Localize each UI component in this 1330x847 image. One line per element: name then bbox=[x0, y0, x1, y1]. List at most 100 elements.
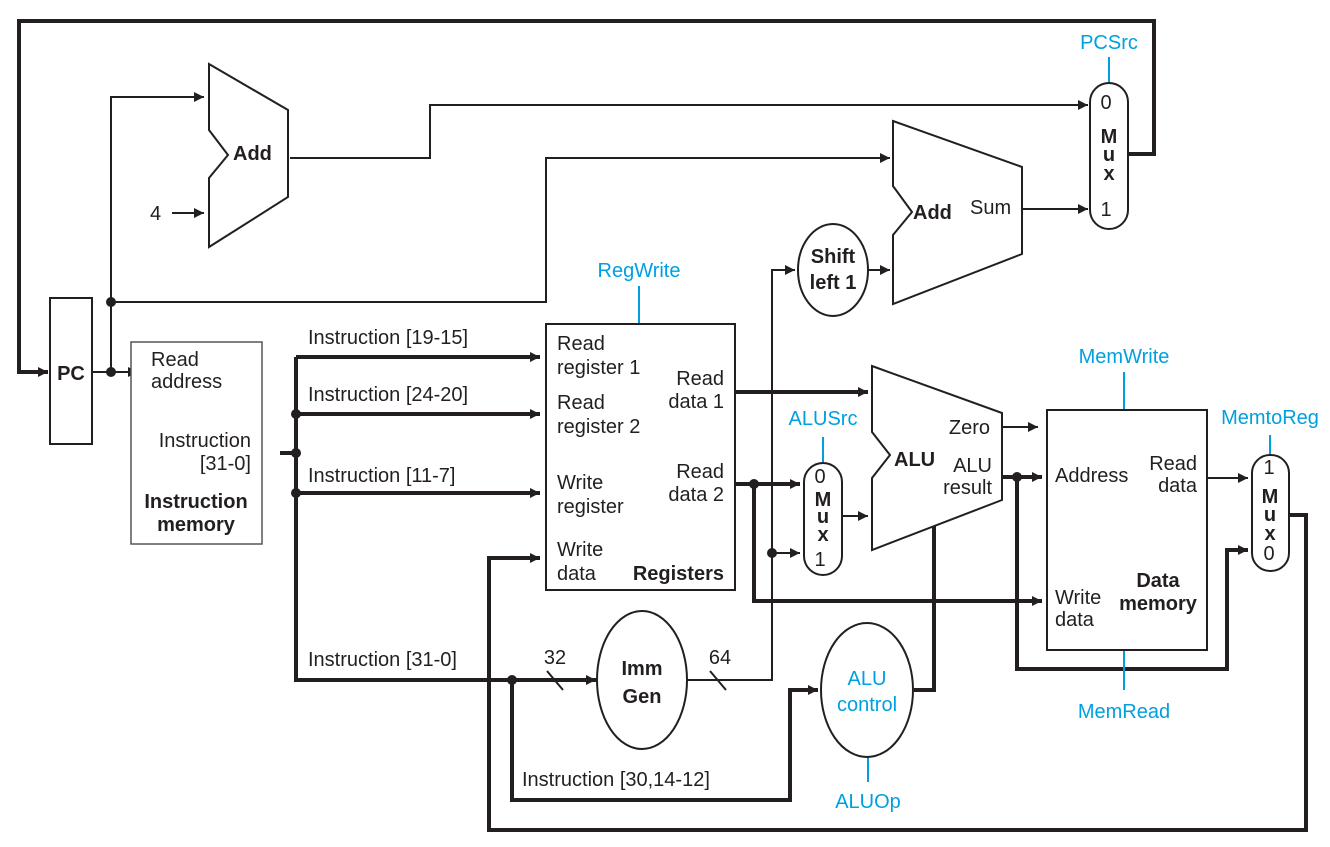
label-instr-30-14-12: Instruction [30,14-12] bbox=[522, 769, 710, 791]
junction-dot bbox=[291, 409, 301, 419]
junction-dot bbox=[767, 548, 777, 558]
mux-memtoreg-x: x bbox=[1264, 523, 1275, 545]
mux-alusrc[interactable]: 0 M u x 1 bbox=[803, 462, 843, 576]
branch-adder[interactable]: Add Sum bbox=[892, 119, 1023, 306]
wire-pc-to-branch-adder bbox=[111, 153, 890, 303]
reg-write-data-a: Write bbox=[557, 539, 603, 561]
dmem-read-data-2: data bbox=[1158, 475, 1198, 497]
control-lines bbox=[638, 57, 1271, 782]
registers-title: Registers bbox=[633, 563, 724, 585]
wire-pc-to-adder bbox=[110, 92, 204, 372]
alu-result-label-1: ALU bbox=[953, 455, 992, 477]
reg-read-data-1b: data 1 bbox=[668, 391, 724, 413]
mux-pcsrc-input-1: 1 bbox=[1100, 199, 1111, 221]
reg-write-register-a: Write bbox=[557, 472, 603, 494]
dmem-write-data-2: data bbox=[1055, 609, 1095, 631]
wires bbox=[17, 19, 1308, 832]
alu[interactable]: ALU Zero ALU result bbox=[871, 364, 1003, 552]
wire-immgen-out bbox=[685, 265, 795, 681]
label-instr-31-0: Instruction [31-0] bbox=[308, 649, 457, 671]
mux-memtoreg-u: u bbox=[1264, 504, 1276, 526]
mux-memtoreg-m: M bbox=[1262, 486, 1279, 508]
wire-next-pc bbox=[17, 19, 1156, 377]
label-instr-11-7: Instruction [11-7] bbox=[308, 465, 455, 487]
mux-pcsrc-x: x bbox=[1103, 163, 1114, 185]
pc-label: PC bbox=[57, 363, 85, 385]
imem-read-address-2: address bbox=[151, 371, 222, 393]
mux-pcsrc-u: u bbox=[1103, 144, 1115, 166]
reg-read-register-1a: Read bbox=[557, 333, 605, 355]
shift-left-1[interactable]: Shift left 1 bbox=[797, 223, 869, 317]
junction-dot bbox=[749, 479, 759, 489]
shift-label-1: Shift bbox=[811, 246, 856, 268]
mux-alusrc-x: x bbox=[817, 524, 828, 546]
pc-register[interactable]: PC bbox=[49, 297, 93, 445]
bus-width-slash-32 bbox=[546, 670, 564, 691]
reg-write-data-b: data bbox=[557, 563, 597, 585]
imem-read-address-1: Read bbox=[151, 349, 199, 371]
dmem-write-data-1: Write bbox=[1055, 587, 1101, 609]
wire-alu-bypass bbox=[1015, 477, 1248, 671]
sum-label: Sum bbox=[970, 197, 1011, 219]
alu-zero-label: Zero bbox=[949, 417, 990, 439]
mux-alusrc-input-1: 1 bbox=[814, 549, 825, 571]
pc-adder-label: Add bbox=[233, 143, 272, 165]
mux-pcsrc-m: M bbox=[1101, 126, 1118, 148]
junction-dot bbox=[507, 675, 517, 685]
control-memwrite: MemWrite bbox=[1079, 346, 1170, 368]
wire-writeback bbox=[487, 513, 1308, 832]
imm-gen-input-width: 32 bbox=[544, 647, 566, 669]
wire-pc-plus-4 bbox=[290, 100, 1088, 159]
reg-read-register-2a: Read bbox=[557, 392, 605, 414]
imm-gen-label-1: Imm bbox=[621, 658, 662, 680]
mux-pcsrc-input-0: 0 bbox=[1100, 92, 1111, 114]
dmem-read-data-1: Read bbox=[1149, 453, 1197, 475]
label-instr-19-15: Instruction [19-15] bbox=[308, 327, 468, 349]
const-4-label: 4 bbox=[150, 203, 161, 225]
mux-pcsrc[interactable]: 0 M u x 1 bbox=[1089, 82, 1129, 230]
mux-memtoreg-input-0: 0 bbox=[1263, 543, 1274, 565]
wire-rd2-to-dmem bbox=[752, 484, 1042, 606]
control-memread: MemRead bbox=[1078, 701, 1170, 723]
reg-read-data-2a: Read bbox=[676, 461, 724, 483]
alu-label: ALU bbox=[894, 449, 935, 471]
imem-title-1: Instruction bbox=[144, 491, 247, 513]
junction-dot bbox=[106, 367, 116, 377]
imem-instruction-1: Instruction bbox=[159, 430, 251, 452]
instruction-memory[interactable]: Read address Instruction [31-0] Instruct… bbox=[130, 341, 263, 545]
bus-width-slash-64 bbox=[709, 670, 727, 691]
junction-dot bbox=[291, 448, 301, 458]
dmem-address-label: Address bbox=[1055, 465, 1128, 487]
control-alusrc: ALUSrc bbox=[789, 408, 858, 430]
imm-gen[interactable]: Imm Gen 32 64 bbox=[544, 610, 731, 750]
alu-control[interactable]: ALU control bbox=[820, 622, 914, 758]
junction-dot bbox=[106, 297, 116, 307]
control-memtoreg: MemtoReg bbox=[1221, 407, 1319, 429]
mux-alusrc-u: u bbox=[817, 506, 829, 528]
wire-instr-30-14-12 bbox=[510, 680, 818, 802]
register-file[interactable]: Read register 1 Read register 2 Write re… bbox=[545, 323, 736, 591]
control-pcsrc: PCSrc bbox=[1080, 32, 1138, 54]
data-memory[interactable]: Address Read data Write data Data memory bbox=[1046, 409, 1208, 651]
imem-instruction-2: [31-0] bbox=[200, 453, 251, 475]
junction-dot bbox=[291, 488, 301, 498]
pc-adder[interactable]: Add 4 bbox=[150, 62, 289, 249]
imm-gen-label-2: Gen bbox=[623, 686, 662, 708]
imm-gen-output-width: 64 bbox=[709, 647, 731, 669]
mux-memtoreg[interactable]: 1 M u x 0 bbox=[1251, 454, 1290, 572]
alu-control-label-2: control bbox=[837, 694, 897, 716]
junction-dot bbox=[1012, 472, 1022, 482]
label-instr-24-20: Instruction [24-20] bbox=[308, 384, 468, 406]
shift-label-2: left 1 bbox=[810, 272, 857, 294]
reg-read-data-1a: Read bbox=[676, 368, 724, 390]
reg-read-register-1b: register 1 bbox=[557, 357, 640, 379]
mux-alusrc-input-0: 0 bbox=[814, 466, 825, 488]
dmem-title-2: memory bbox=[1119, 593, 1198, 615]
reg-write-register-b: register bbox=[557, 496, 624, 518]
imem-title-2: memory bbox=[157, 514, 236, 536]
mux-alusrc-m: M bbox=[815, 489, 832, 511]
dmem-title-1: Data bbox=[1136, 570, 1180, 592]
alu-result-label-2: result bbox=[943, 477, 992, 499]
alu-control-label-1: ALU bbox=[848, 668, 887, 690]
